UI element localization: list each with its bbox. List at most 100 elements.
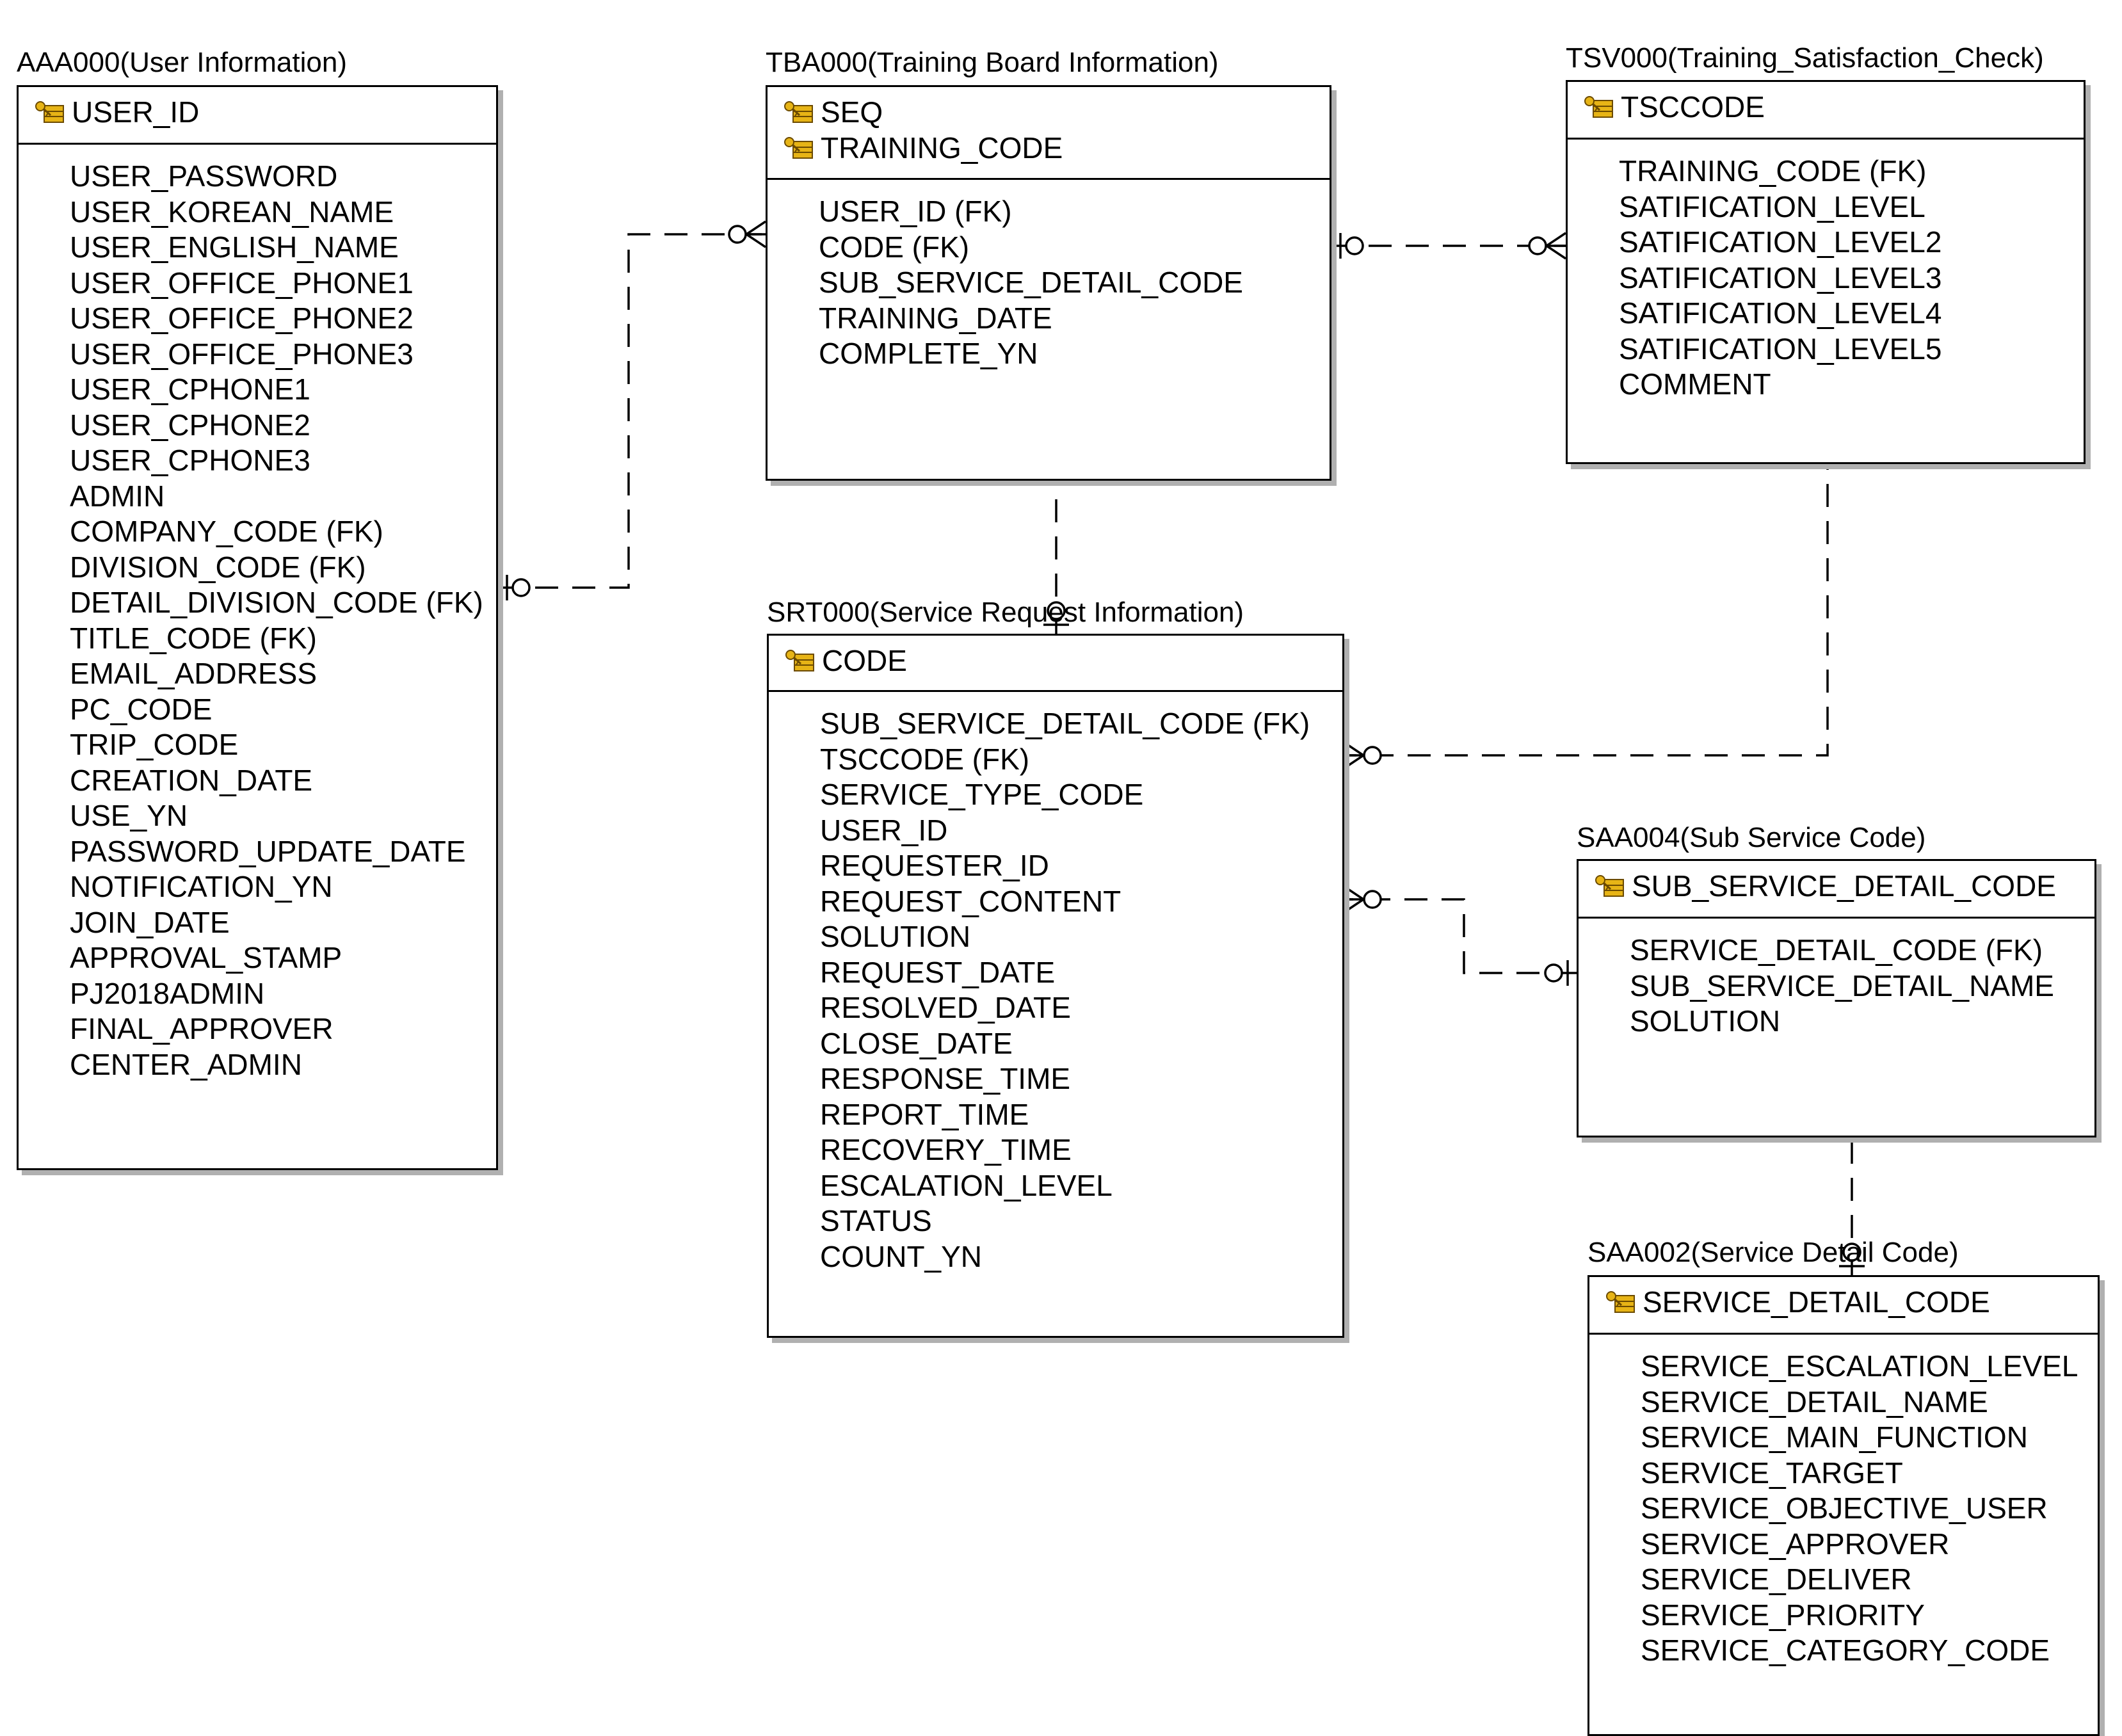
saa004-entity-box[interactable]: SUB_SERVICE_DETAIL_CODE SERVICE_DETAIL_CO…	[1577, 859, 2096, 1137]
attribute-section: USER_ID (FK)CODE (FK)SUB_SERVICE_DETAIL_…	[768, 180, 1330, 372]
zero-circle-marker	[511, 578, 531, 597]
attribute-column[interactable]: USER_CPHONE1	[70, 373, 310, 406]
saa004-entity-title: SAA004(Sub Service Code)	[1577, 822, 1926, 853]
attribute-column[interactable]: SATIFICATION_LEVEL	[1619, 189, 1925, 223]
attribute-column[interactable]: SATIFICATION_LEVEL5	[1619, 332, 1942, 366]
attribute-column[interactable]: COMPLETE_YN	[819, 337, 1038, 370]
rel-satisfaction-to-request-line	[1344, 410, 1829, 757]
attribute-column[interactable]: USER_PASSWORD	[70, 159, 338, 193]
primary-key-icon	[1606, 1291, 1635, 1313]
primary-key-section: SERVICE_DETAIL_CODE	[1589, 1277, 2098, 1335]
crow-foot-marker	[1546, 232, 1566, 247]
attribute-column[interactable]: USER_CPHONE2	[70, 408, 310, 442]
column-name: USER_ID	[72, 95, 200, 129]
srt000-entity-title: SRT000(Service Request Information)	[767, 597, 1244, 628]
attribute-column[interactable]: USER_CPHONE3	[70, 444, 310, 477]
attribute-column[interactable]: SOLUTION	[1630, 1004, 1781, 1038]
attribute-column[interactable]: RESOLVED_DATE	[820, 991, 1071, 1024]
attribute-column[interactable]: SERVICE_DELIVER	[1641, 1563, 1912, 1596]
attribute-column[interactable]: REQUESTER_ID	[820, 849, 1049, 882]
saa002-entity-box[interactable]: SERVICE_DETAIL_CODE SERVICE_ESCALATION_LE…	[1587, 1275, 2100, 1736]
primary-key-column[interactable]: TSCCODE	[1568, 90, 2084, 125]
attribute-column[interactable]: USER_ID (FK)	[819, 195, 1012, 228]
attribute-column[interactable]: REPORT_TIME	[820, 1097, 1029, 1131]
attribute-column[interactable]: NOTIFICATION_YN	[70, 870, 333, 903]
column-name: TRAINING_CODE	[821, 131, 1063, 165]
primary-key-column[interactable]: CODE	[769, 643, 1342, 679]
attribute-column[interactable]: TRIP_CODE	[70, 728, 239, 761]
attribute-column[interactable]: ADMIN	[70, 479, 165, 513]
attribute-column[interactable]: COUNT_YN	[820, 1239, 983, 1273]
rel-user-to-training-line	[498, 233, 766, 589]
attribute-column[interactable]: SERVICE_APPROVER	[1641, 1527, 1950, 1561]
saa002-entity-title: SAA002(Service Detail Code)	[1587, 1237, 1959, 1268]
attribute-column[interactable]: EMAIL_ADDRESS	[70, 657, 317, 690]
attribute-column[interactable]: USER_ID	[820, 813, 948, 847]
attribute-column[interactable]: SUB_SERVICE_DETAIL_CODE (FK)	[820, 707, 1310, 740]
attribute-column[interactable]: SATIFICATION_LEVEL4	[1619, 296, 1942, 330]
attribute-column[interactable]: USER_ENGLISH_NAME	[70, 230, 399, 264]
attribute-column[interactable]: TRAINING_CODE (FK)	[1619, 154, 1927, 188]
attribute-column[interactable]: SATIFICATION_LEVEL2	[1619, 225, 1942, 259]
attribute-column[interactable]: SERVICE_MAIN_FUNCTION	[1641, 1420, 2028, 1454]
primary-key-column[interactable]: SUB_SERVICE_DETAIL_CODE	[1579, 869, 2094, 904]
attribute-column[interactable]: SERVICE_TARGET	[1641, 1456, 1903, 1490]
primary-key-section: SUB_SERVICE_DETAIL_CODE	[1579, 861, 2094, 919]
crow-foot-marker	[746, 233, 766, 248]
attribute-column[interactable]: RESPONSE_TIME	[820, 1062, 1071, 1095]
attribute-column[interactable]: CODE (FK)	[819, 230, 970, 264]
attribute-column[interactable]: RECOVERY_TIME	[820, 1133, 1072, 1166]
attribute-column[interactable]: STATUS	[820, 1204, 932, 1237]
attribute-column[interactable]: COMMENT	[1619, 367, 1771, 401]
attribute-column[interactable]: SATIFICATION_LEVEL3	[1619, 261, 1942, 294]
primary-key-section: TSCCODE	[1568, 82, 2084, 140]
attribute-column[interactable]: JOIN_DATE	[70, 905, 230, 939]
attribute-column[interactable]: DETAIL_DIVISION_CODE (FK)	[70, 586, 483, 619]
attribute-column[interactable]: APPROVAL_STAMP	[70, 941, 342, 974]
attribute-column[interactable]: PC_CODE	[70, 692, 213, 726]
tsv000-entity-title: TSV000(Training_Satisfaction_Check)	[1566, 42, 2044, 74]
primary-key-column[interactable]: SEQ	[768, 95, 1330, 131]
attribute-column[interactable]: COMPANY_CODE (FK)	[70, 515, 383, 548]
attribute-column[interactable]: CREATION_DATE	[70, 763, 313, 797]
attribute-column[interactable]: ESCALATION_LEVEL	[820, 1168, 1113, 1202]
srt000-entity-box[interactable]: CODE SUB_SERVICE_DETAIL_CODE (FK)TSCCODE …	[767, 634, 1344, 1338]
attribute-column[interactable]: TSCCODE (FK)	[820, 742, 1030, 776]
attribute-column[interactable]: REQUEST_CONTENT	[820, 884, 1121, 918]
attribute-column[interactable]: TRAINING_DATE	[819, 301, 1052, 335]
attribute-column[interactable]: FINAL_APPROVER	[70, 1012, 334, 1045]
attribute-column[interactable]: USE_YN	[70, 799, 188, 832]
attribute-column[interactable]: SERVICE_DETAIL_CODE (FK)	[1630, 933, 2043, 967]
primary-key-column[interactable]: USER_ID	[19, 95, 496, 131]
attribute-column[interactable]: USER_OFFICE_PHONE1	[70, 266, 414, 300]
attribute-column[interactable]: SOLUTION	[820, 920, 971, 953]
attribute-section: SERVICE_DETAIL_CODE (FK)SUB_SERVICE_DETA…	[1579, 919, 2094, 1040]
attribute-column[interactable]: PJ2018ADMIN	[70, 976, 265, 1010]
attribute-column[interactable]: CENTER_ADMIN	[70, 1047, 302, 1081]
attribute-column[interactable]: TITLE_CODE (FK)	[70, 621, 317, 655]
attribute-column[interactable]: SERVICE_TYPE_CODE	[820, 778, 1144, 811]
attribute-column[interactable]: SERVICE_PRIORITY	[1641, 1598, 1925, 1632]
primary-key-column[interactable]: SERVICE_DETAIL_CODE	[1589, 1285, 2098, 1321]
attribute-column[interactable]: CLOSE_DATE	[820, 1026, 1013, 1060]
attribute-column[interactable]: DIVISION_CODE (FK)	[70, 550, 366, 584]
attribute-column[interactable]: PASSWORD_UPDATE_DATE	[70, 834, 466, 868]
attribute-column[interactable]: SUB_SERVICE_DETAIL_CODE	[819, 266, 1243, 299]
attribute-column[interactable]: SERVICE_DETAIL_NAME	[1641, 1385, 1988, 1419]
primary-key-column[interactable]: TRAINING_CODE	[768, 131, 1330, 166]
column-name: SEQ	[821, 95, 883, 129]
attribute-column[interactable]: SERVICE_ESCALATION_LEVEL	[1641, 1349, 2078, 1383]
attribute-column[interactable]: USER_OFFICE_PHONE3	[70, 337, 414, 371]
attribute-column[interactable]: SERVICE_CATEGORY_CODE	[1641, 1634, 2050, 1667]
attribute-column[interactable]: REQUEST_DATE	[820, 955, 1056, 989]
attribute-column[interactable]: SERVICE_OBJECTIVE_USER	[1641, 1491, 2048, 1525]
primary-key-icon	[1584, 96, 1613, 118]
attribute-column[interactable]: USER_KOREAN_NAME	[70, 195, 394, 229]
attribute-column[interactable]: USER_OFFICE_PHONE2	[70, 301, 414, 335]
attribute-column[interactable]: SUB_SERVICE_DETAIL_NAME	[1630, 968, 2054, 1002]
